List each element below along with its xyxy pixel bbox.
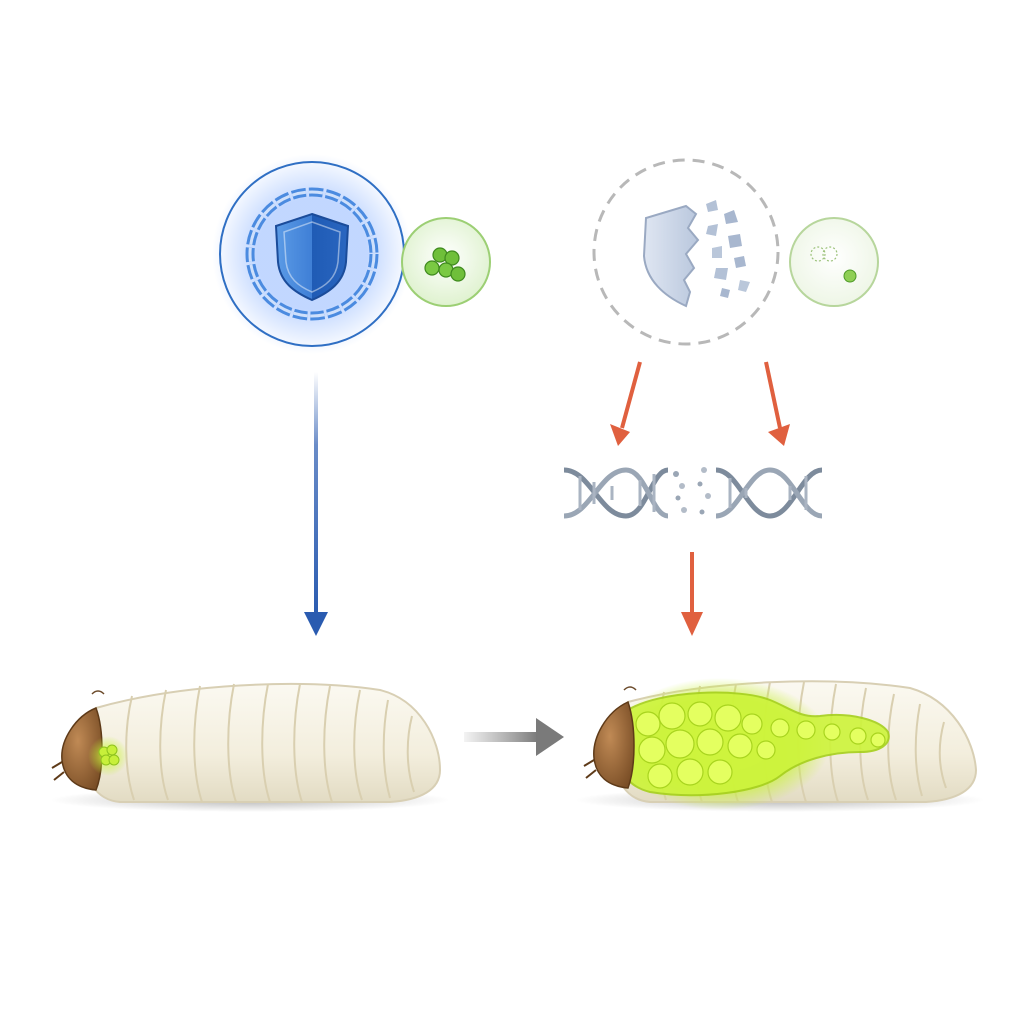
infection-spot-small: [88, 736, 128, 776]
orange-arrow-left: [610, 361, 642, 446]
broken-dna-icon: [563, 467, 823, 519]
larva-infected: [575, 678, 985, 812]
depleted-bacteria-icon: [789, 217, 879, 307]
broken-shield-icon: [642, 200, 750, 308]
bacteria-cluster-icon: [401, 217, 491, 307]
infection-spread: [610, 678, 890, 810]
shield-icon: [274, 212, 350, 302]
intact-defense-group: [212, 154, 491, 636]
broken-defense-group: [563, 158, 879, 636]
larva-contained: [50, 683, 450, 812]
larva-head: [51, 690, 105, 791]
broken-dashed-ring: [592, 158, 780, 346]
progression-arrow: [464, 718, 564, 756]
orange-down-arrow: [681, 552, 703, 636]
larva-head: [583, 686, 637, 789]
blue-down-arrow: [304, 372, 328, 636]
orange-arrow-right: [764, 361, 790, 446]
